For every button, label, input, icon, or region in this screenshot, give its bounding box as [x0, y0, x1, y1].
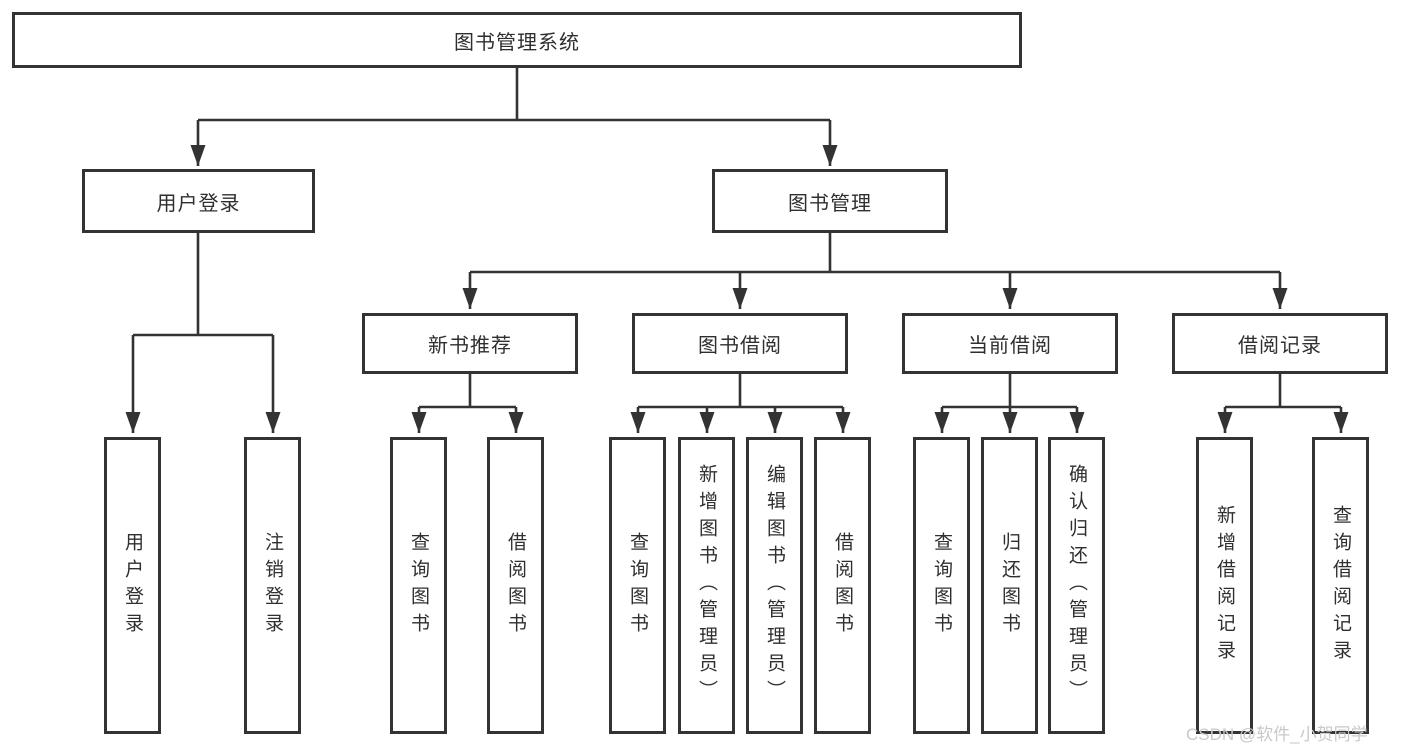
node-label: 图书借阅	[698, 335, 782, 357]
leaf-label: 查询图书	[627, 531, 648, 640]
leaf-logout: 注销登录	[244, 437, 301, 734]
leaf-label: 注销登录	[262, 531, 283, 640]
node-label: 图书管理系统	[454, 31, 580, 54]
leaf-edit-book-admin: 编辑图书（管理员）	[746, 437, 803, 734]
node-book-management: 图书管理	[712, 169, 948, 233]
leaf-borrow-book-recommend: 借阅图书	[487, 437, 544, 734]
csdn-watermark: CSDN @软件_小贺同学	[1186, 725, 1368, 744]
node-label: 图书管理	[788, 192, 872, 215]
leaf-label: 查询借阅记录	[1330, 504, 1351, 667]
leaf-label: 新增借阅记录	[1214, 504, 1235, 667]
node-borrow-records: 借阅记录	[1172, 313, 1388, 374]
leaf-label: 确认归还（管理员）	[1066, 464, 1087, 707]
leaf-label: 编辑图书（管理员）	[764, 464, 785, 707]
node-book-borrowing: 图书借阅	[632, 313, 848, 374]
node-label: 用户登录	[156, 192, 241, 215]
leaf-label: 查询图书	[931, 531, 952, 640]
leaf-query-book-current: 查询图书	[913, 437, 970, 734]
leaf-add-book-admin: 新增图书（管理员）	[678, 437, 735, 734]
leaf-label: 查询图书	[408, 531, 429, 640]
node-user-login: 用户登录	[82, 169, 315, 233]
leaf-query-book-recommend: 查询图书	[390, 437, 447, 734]
node-label: 当前借阅	[968, 335, 1052, 357]
node-root-system: 图书管理系统	[12, 12, 1022, 68]
leaf-label: 借阅图书	[505, 531, 526, 640]
leaf-return-book: 归还图书	[981, 437, 1038, 734]
leaf-add-borrow-record: 新增借阅记录	[1196, 437, 1253, 734]
leaf-confirm-return-admin: 确认归还（管理员）	[1048, 437, 1105, 734]
leaf-query-borrow-record: 查询借阅记录	[1312, 437, 1369, 734]
leaf-label: 借阅图书	[832, 531, 853, 640]
node-label: 新书推荐	[428, 335, 512, 357]
node-label: 借阅记录	[1238, 335, 1322, 357]
leaf-borrow-book: 借阅图书	[814, 437, 871, 734]
node-new-book-recommend: 新书推荐	[362, 313, 578, 374]
leaf-label: 新增图书（管理员）	[696, 464, 717, 707]
leaf-label: 用户登录	[122, 531, 143, 640]
node-current-borrowing: 当前借阅	[902, 313, 1118, 374]
leaf-query-book-borrow: 查询图书	[609, 437, 666, 734]
leaf-label: 归还图书	[999, 531, 1020, 640]
leaf-user-login: 用户登录	[104, 437, 161, 734]
